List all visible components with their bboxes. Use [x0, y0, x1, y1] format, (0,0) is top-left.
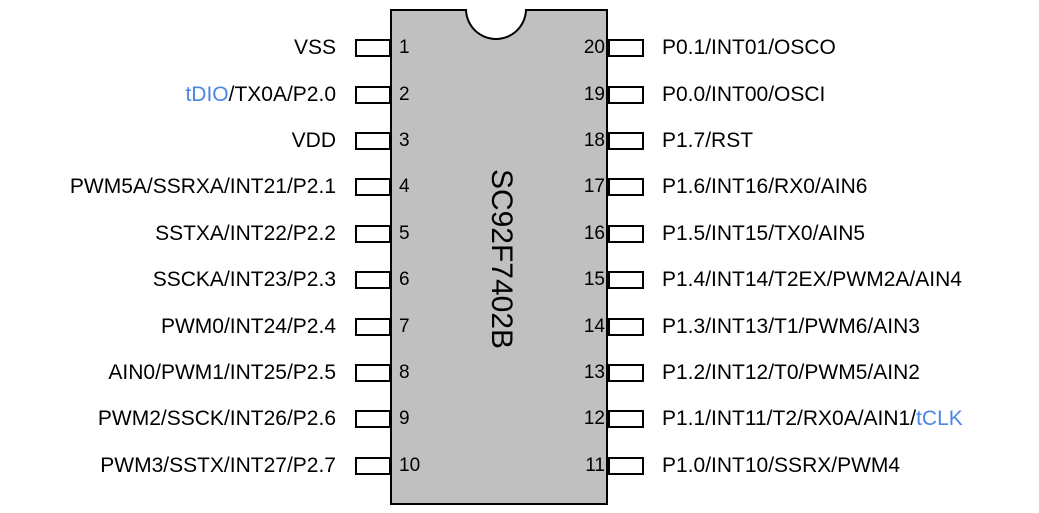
pin-9-number: 9	[399, 408, 410, 429]
pin-2-lead	[355, 86, 391, 104]
pin-17-lead	[608, 178, 644, 196]
pin-20-lead	[608, 39, 644, 57]
pin-15-number: 15	[583, 269, 605, 290]
pin-20-number: 20	[583, 37, 605, 58]
pin1-notch	[465, 9, 527, 40]
pin-12-label-highlight: tCLK	[916, 407, 963, 430]
pin-2-label: tDIO/TX0A/P2.0	[185, 83, 336, 107]
pin-2-number: 2	[399, 84, 410, 105]
pin-18-lead	[608, 132, 644, 150]
pin-11-number: 11	[585, 455, 605, 476]
pin-12-label-rest: P1.1/INT11/T2/RX0A/AIN1/	[662, 407, 917, 430]
pin-16-lead	[608, 225, 644, 243]
pin-20-label: P0.1/INT01/OSCO	[662, 36, 836, 59]
pin-16-label: P1.5/INT15/TX0/AIN5	[662, 222, 866, 245]
pin-1-label: VSS	[293, 36, 336, 59]
pin-13-number: 13	[583, 362, 605, 383]
pin-8-number: 8	[399, 362, 410, 383]
pin-14-label: P1.3/INT13/T1/PWM6/AIN3	[662, 315, 920, 338]
pin-5-lead	[355, 225, 391, 243]
pin-8-lead	[355, 364, 391, 382]
pin-17-label: P1.6/INT16/RX0/AIN6	[662, 175, 868, 198]
pin-11-lead	[608, 457, 644, 475]
pin-17-number: 17	[583, 176, 605, 197]
pin-3-number: 3	[399, 130, 410, 151]
pin-18-label: P1.7/RST	[662, 129, 754, 152]
pin-13-lead	[608, 364, 644, 382]
pin-11-label: P1.0/INT10/SSRX/PWM4	[662, 454, 901, 477]
pin-16-number: 16	[583, 223, 605, 244]
pin-1-lead	[355, 39, 391, 57]
pin-12-label: P1.1/INT11/T2/RX0A/AIN1/tCLK	[662, 407, 963, 431]
pin-5-label: SSTXA/INT22/P2.2	[155, 222, 336, 245]
pin-4-number: 4	[399, 176, 410, 197]
pin-12-lead	[608, 410, 644, 428]
pin-7-label: PWM0/INT24/P2.4	[160, 315, 336, 338]
pin-4-lead	[355, 178, 391, 196]
pin-10-lead	[355, 457, 391, 475]
pin-19-number: 19	[583, 84, 605, 105]
pin-6-label: SSCKA/INT23/P2.3	[152, 268, 336, 291]
pin-18-number: 18	[583, 130, 605, 151]
pin-7-number: 7	[399, 316, 410, 337]
pin-9-label: PWM2/SSCK/INT26/P2.6	[97, 407, 336, 430]
pin-9-lead	[355, 410, 391, 428]
pin-8-label: AIN0/PWM1/INT25/P2.5	[108, 361, 336, 384]
part-number: SC92F7402B	[485, 168, 518, 350]
pin-2-label-rest: /TX0A/P2.0	[228, 83, 336, 106]
pin-6-lead	[355, 271, 391, 289]
pin-13-label: P1.2/INT12/T0/PWM5/AIN2	[662, 361, 920, 384]
pin-6-number: 6	[399, 269, 410, 290]
pin-4-label: PWM5A/SSRXA/INT21/P2.1	[69, 175, 336, 198]
pin-5-number: 5	[399, 223, 410, 244]
pin-1-number: 1	[399, 37, 410, 58]
pin-7-lead	[355, 318, 391, 336]
ic-package-body: SC92F7402B	[390, 9, 608, 505]
pin-3-label: VDD	[291, 129, 336, 152]
pin-19-lead	[608, 86, 644, 104]
pin-14-number: 14	[583, 316, 605, 337]
pin-10-number: 10	[399, 455, 421, 476]
pin-3-lead	[355, 132, 391, 150]
pin-19-label: P0.0/INT00/OSCI	[662, 83, 826, 106]
pin-2-label-highlight: tDIO	[185, 83, 229, 106]
pin-12-number: 12	[583, 408, 605, 429]
pin-14-lead	[608, 318, 644, 336]
pin-15-lead	[608, 271, 644, 289]
pin-10-label: PWM3/SSTX/INT27/P2.7	[100, 454, 336, 477]
pin-15-label: P1.4/INT14/T2EX/PWM2A/AIN4	[662, 268, 962, 291]
